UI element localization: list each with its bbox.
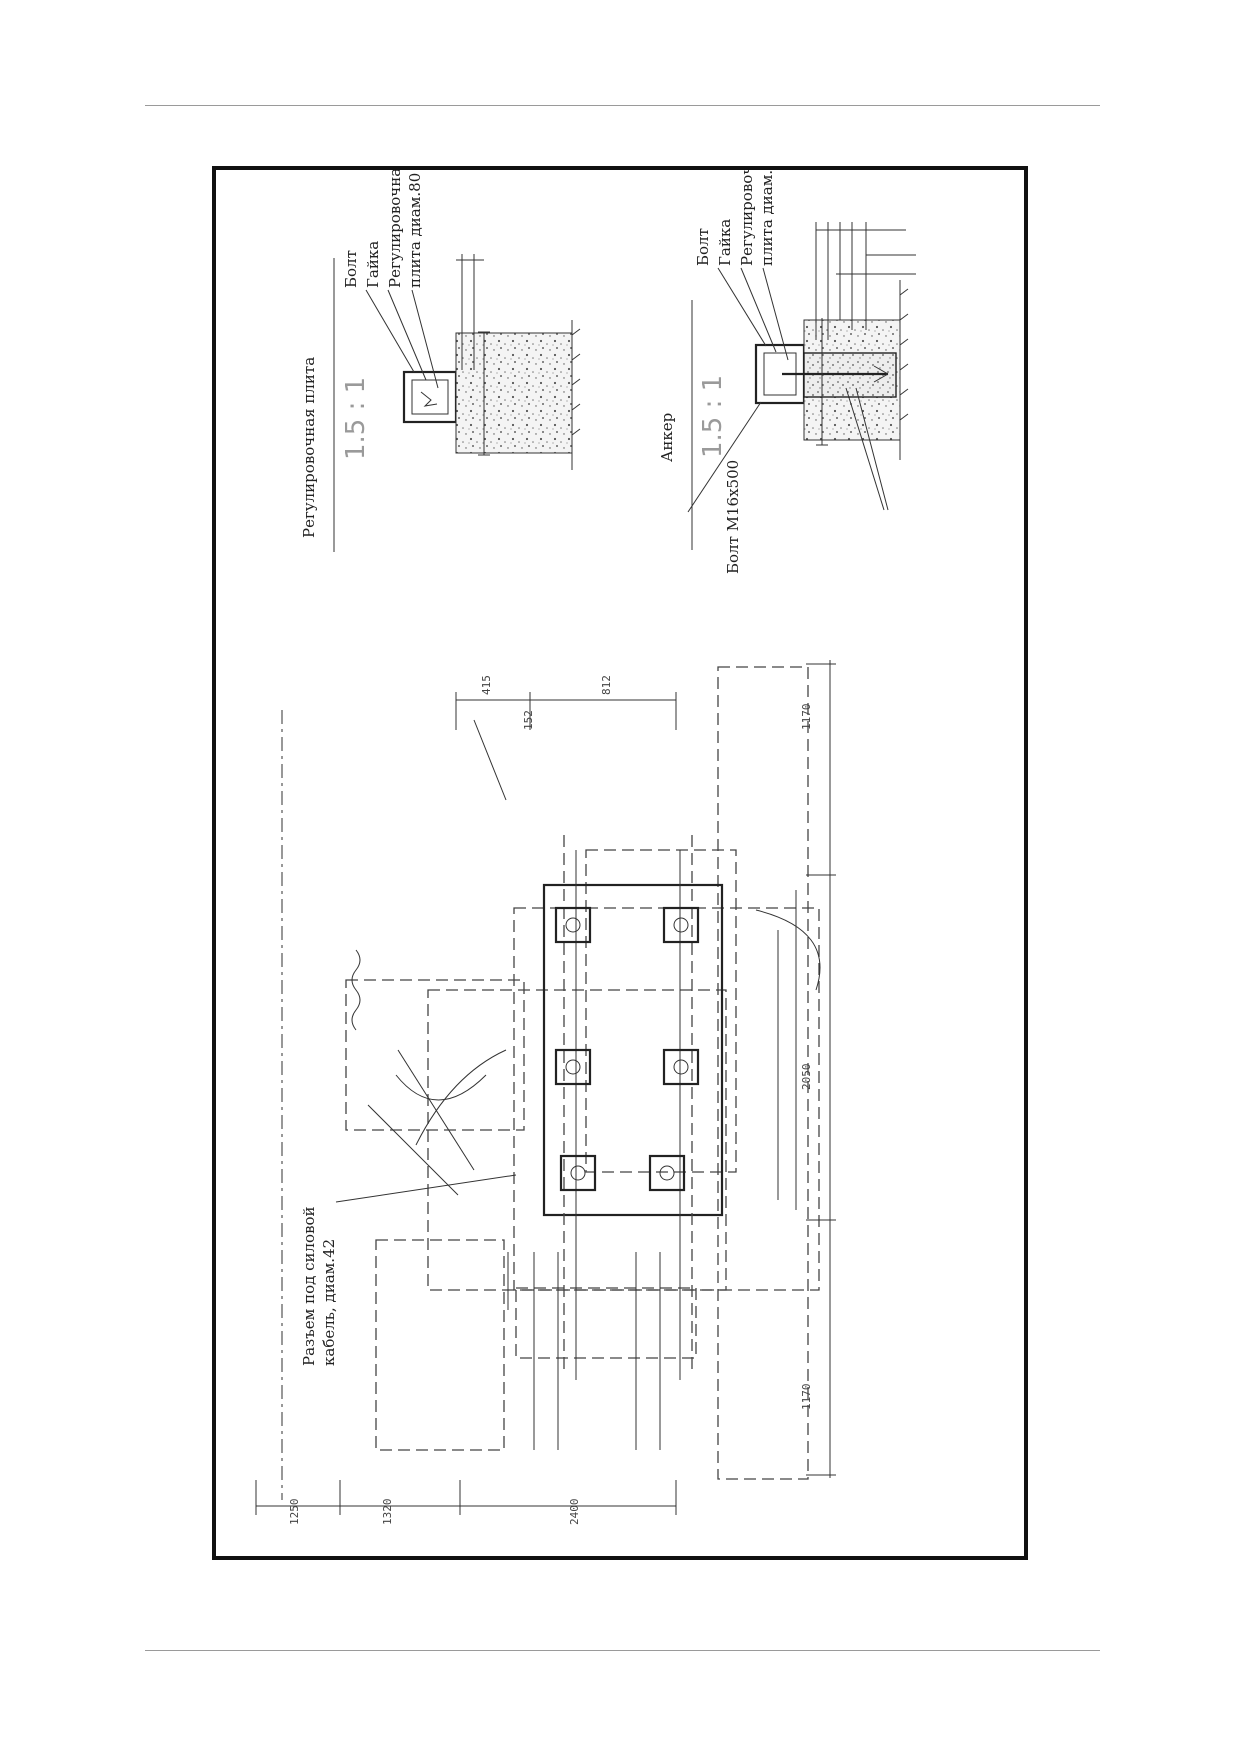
dashed-zone <box>513 907 820 1291</box>
detail-anchor: Анкер 1.5 : 1 <box>658 170 916 574</box>
callout-plate-2: плита диам.80 <box>758 170 776 266</box>
dim-label: 2400 <box>568 1499 581 1526</box>
callout-nut: Гайка <box>364 241 382 288</box>
dashed-zone <box>345 979 525 1131</box>
callout-bolt: Болт <box>694 228 712 266</box>
callout-leader <box>473 719 507 801</box>
cable-note-line2: кабель, диам.42 <box>320 1239 338 1366</box>
dim-label: 812 <box>600 675 613 695</box>
callout-leader <box>335 1174 517 1203</box>
callout-plate-1: Регулировочная <box>738 170 756 266</box>
ground-hatch <box>571 328 581 436</box>
anchor-hole <box>673 917 689 933</box>
callout-leader <box>367 1104 459 1196</box>
anchor-hole <box>570 1165 586 1181</box>
anchor-hole <box>659 1165 675 1181</box>
dim-label: 415 <box>480 675 493 695</box>
cable-note-line1: Разъем под силовой <box>300 1206 318 1366</box>
bolt-symbol <box>420 391 438 407</box>
anchor-tip <box>873 365 889 383</box>
callout-leader <box>845 387 885 511</box>
callout-bolt: Болт <box>342 250 360 288</box>
drawing-frame: Регулировочная плита 1.5 : 1 Болт Гайка … <box>212 166 1028 1560</box>
callout-plate-2: плита диам.80 <box>406 173 424 288</box>
detail-title: Регулировочная плита <box>300 357 318 538</box>
header-rule <box>145 105 1100 106</box>
callout-leader <box>687 401 762 513</box>
footer-rule <box>145 1650 1100 1651</box>
callout-leader <box>855 387 889 511</box>
arc-guide <box>415 1049 507 1146</box>
callout-leader <box>397 1049 475 1171</box>
gravel-layer <box>455 332 573 454</box>
detail-title: Анкер <box>658 413 676 462</box>
dim-label: 2050 <box>800 1064 813 1091</box>
dashed-zone <box>427 989 727 1291</box>
break-line <box>351 949 361 1031</box>
dim-label: 1250 <box>288 1499 301 1526</box>
detail-adjusting-plate: Регулировочная плита 1.5 : 1 Болт Гайка … <box>300 170 581 552</box>
anchor-pads <box>554 906 700 1192</box>
foundation-slab <box>542 883 724 1217</box>
anchor-pad <box>662 1048 700 1086</box>
dashed-zone <box>375 1239 505 1451</box>
detail-scale: 1.5 : 1 <box>698 375 728 458</box>
anchor-hole <box>565 1059 581 1075</box>
anchor-pad <box>662 906 700 944</box>
callout-leader <box>387 289 427 381</box>
dim-label: 1170 <box>800 1384 813 1411</box>
foundation-plan: 1170 2050 1170 415 812 152 1320 2400 125… <box>255 660 836 1526</box>
callout-leader <box>717 267 767 347</box>
dim-label: 1320 <box>381 1499 394 1526</box>
anchor-hole <box>673 1059 689 1075</box>
ground-hatch <box>899 288 909 421</box>
arc-guide <box>395 1074 487 1101</box>
dashed-zone <box>585 849 737 1173</box>
callout-anchor-bolt: Болт M16x500 <box>724 460 742 574</box>
dim-label: 152 <box>522 710 535 730</box>
callout-leader <box>740 267 777 353</box>
foundation-drawing: Регулировочная плита 1.5 : 1 Болт Гайка … <box>255 170 916 1526</box>
detail-scale: 1.5 : 1 <box>341 377 371 460</box>
anchor-pad <box>559 1154 597 1192</box>
anchor-pad <box>648 1154 686 1192</box>
plate-inner <box>411 379 449 415</box>
dashed-zone <box>515 1287 697 1359</box>
dim-label: 1170 <box>800 704 813 731</box>
anchor-pad <box>554 1048 592 1086</box>
callout-leader <box>365 289 415 373</box>
callout-leader <box>411 289 439 389</box>
anchor-hole <box>565 917 581 933</box>
callout-nut: Гайка <box>716 219 734 266</box>
callout-plate-1: Регулировочная <box>386 170 404 288</box>
callout-leader <box>762 267 789 361</box>
arc-guide <box>755 909 821 991</box>
dashed-zone <box>717 666 809 1480</box>
anchor-pad <box>554 906 592 944</box>
